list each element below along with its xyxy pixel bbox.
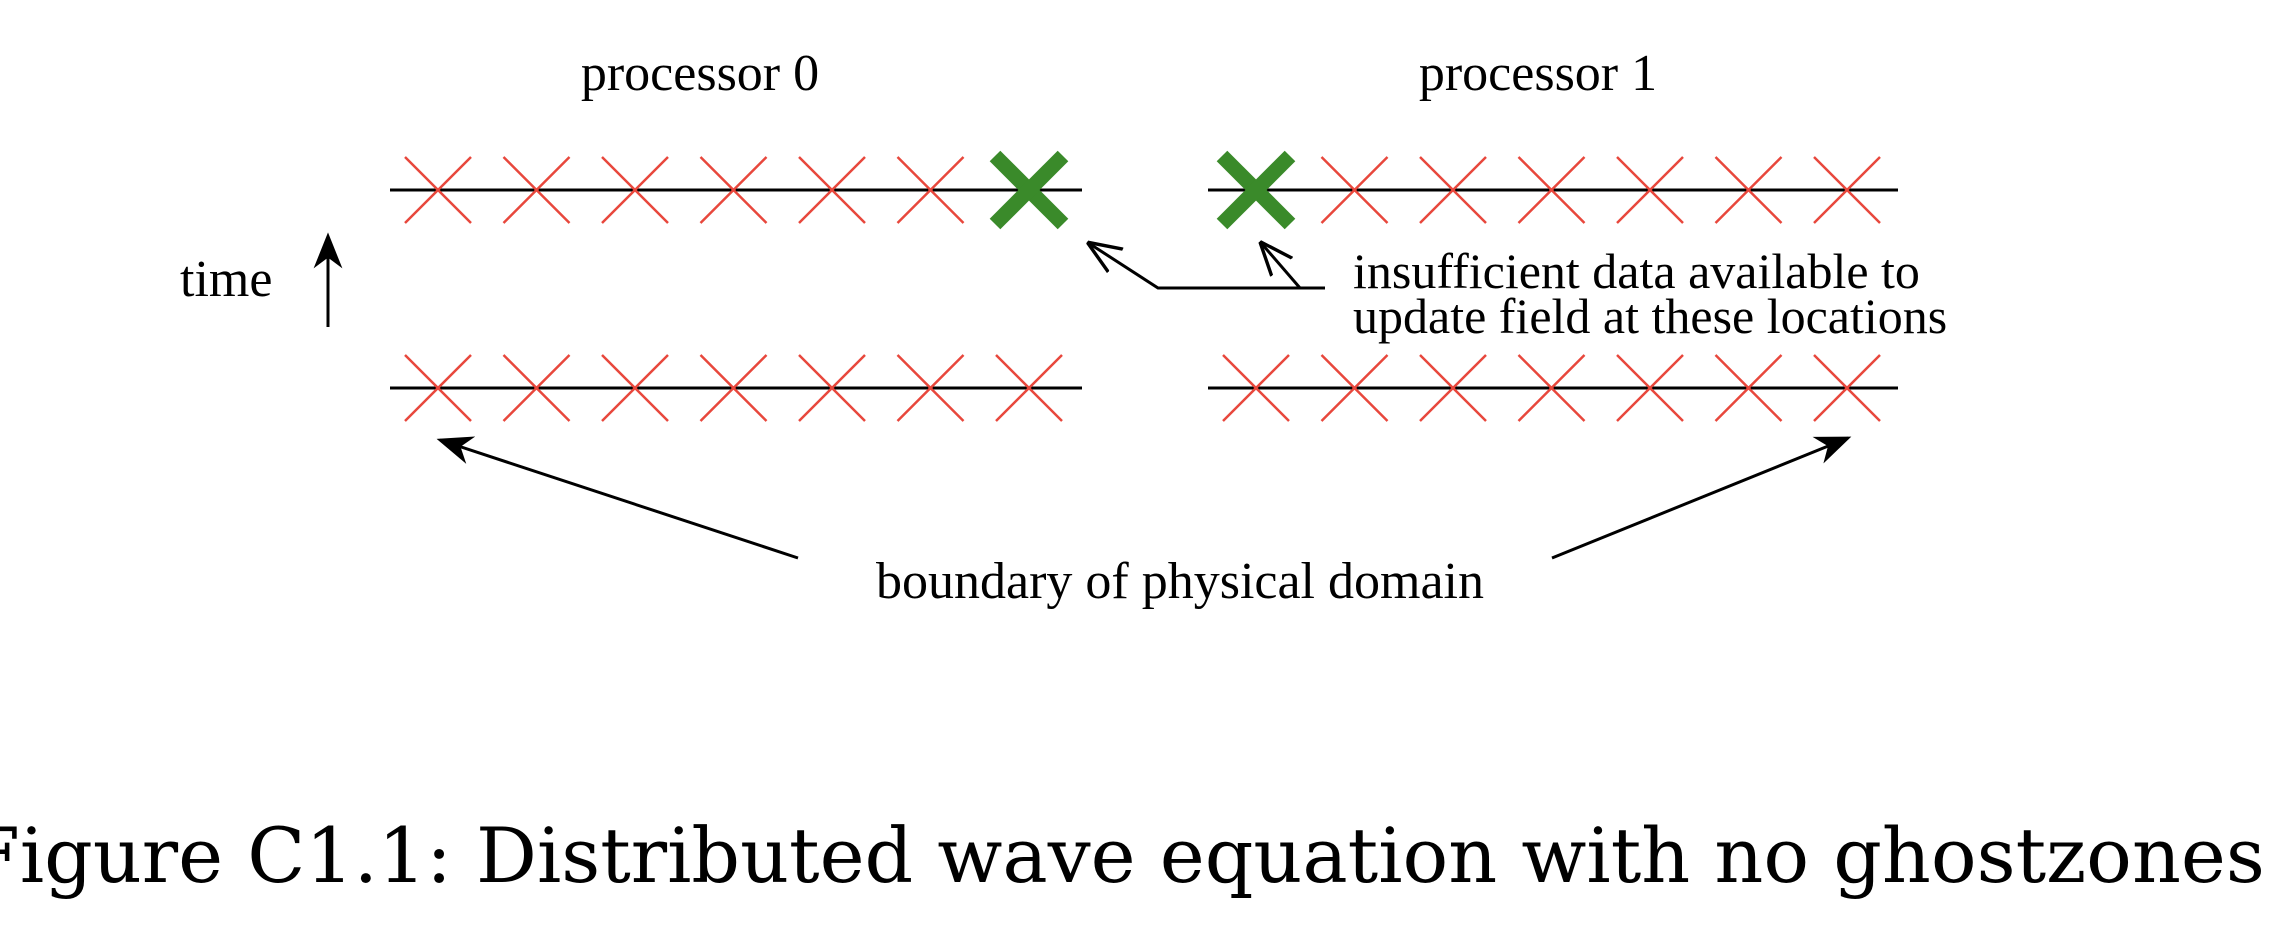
p1-lower-grid-point xyxy=(1419,354,1487,422)
p0-lower-grid-point xyxy=(601,354,669,422)
time-label: time xyxy=(180,251,272,308)
figure-caption: Figure C1.1: Distributed wave equation w… xyxy=(0,811,2265,900)
p0-lower-grid-point xyxy=(502,354,571,422)
processor-1-label: processor 1 xyxy=(1419,45,1657,102)
p0-upper-grid-point xyxy=(699,156,768,224)
p1-lower-grid-point xyxy=(1616,354,1684,422)
p0-upper-grid-point xyxy=(601,156,669,224)
p0-lower-grid-point xyxy=(995,354,1063,422)
p1-lower-grid-point xyxy=(1222,354,1290,422)
p0-upper-insufficient-point xyxy=(989,150,1069,230)
p1-lower-grid-point xyxy=(1517,354,1586,422)
p1-upper-insufficient-point xyxy=(1216,150,1296,230)
insufficient-arrow-left xyxy=(1090,244,1325,290)
p1-upper-grid-point xyxy=(1714,156,1783,224)
p0-lower-grid-point xyxy=(699,354,768,422)
p1-upper-grid-point xyxy=(1517,156,1586,224)
insufficient-arrow-right xyxy=(1262,244,1302,289)
p1-upper-grid-point xyxy=(1616,156,1684,224)
boundary-label: boundary of physical domain xyxy=(876,553,1484,610)
p0-upper-grid-point xyxy=(896,156,965,224)
insufficient-data-label-line2: update field at these locations xyxy=(1353,288,1947,344)
p0-lower-grid-point xyxy=(404,354,472,422)
boundary-arrow-left xyxy=(436,436,799,560)
insufficient-data-label-line1: insufficient data available to xyxy=(1353,243,1920,299)
p1-upper-grid-point xyxy=(1813,156,1881,224)
p0-upper-grid-point xyxy=(502,156,571,224)
processor-0-label: processor 0 xyxy=(581,45,819,102)
p1-lower-grid-point xyxy=(1813,354,1881,422)
grid-points xyxy=(404,150,1881,422)
p0-lower-grid-point xyxy=(798,354,866,422)
p0-upper-grid-point xyxy=(798,156,866,224)
p1-upper-grid-point xyxy=(1320,156,1389,224)
boundary-arrow-right xyxy=(1551,436,1852,560)
p1-lower-grid-point xyxy=(1714,354,1783,422)
p0-lower-grid-point xyxy=(896,354,965,422)
p0-upper-grid-point xyxy=(404,156,472,224)
p1-lower-grid-point xyxy=(1320,354,1389,422)
p1-upper-grid-point xyxy=(1419,156,1487,224)
